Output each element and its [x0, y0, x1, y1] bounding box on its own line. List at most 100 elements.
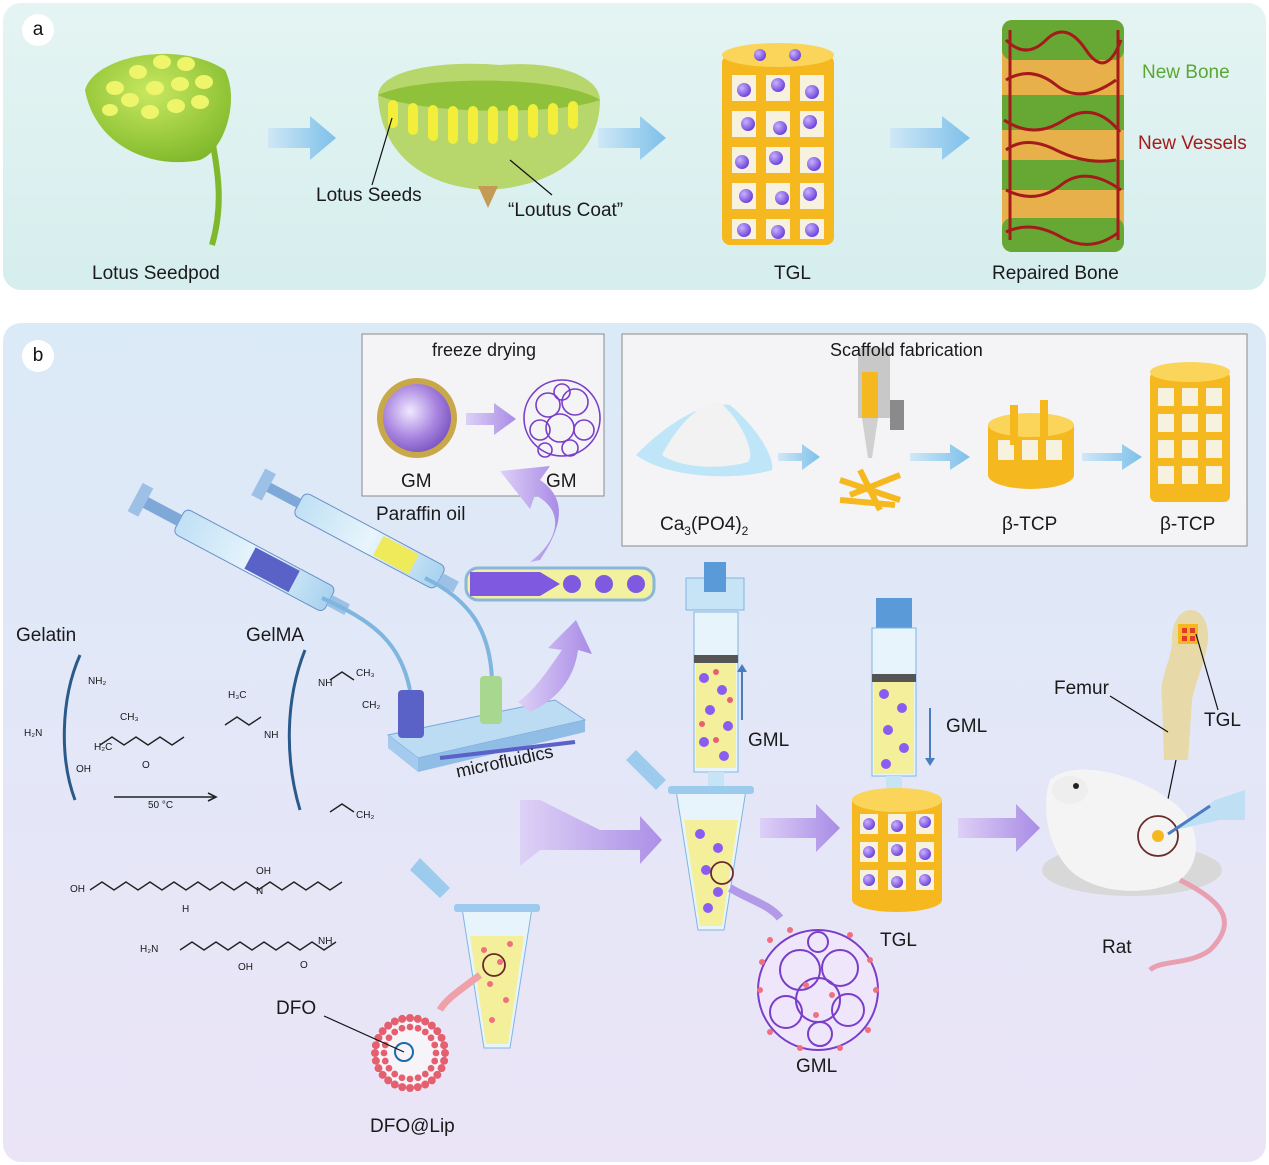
- rat-label: Rat: [1102, 937, 1132, 958]
- liposome-lipid: [398, 1083, 407, 1092]
- liposome-lipid: [398, 1014, 407, 1023]
- liposome-lipid-inner: [431, 1041, 439, 1049]
- liposome-lipid: [440, 1041, 449, 1050]
- dfo-liposome: [323, 1014, 449, 1092]
- gm-right-label: GM: [546, 471, 577, 492]
- chem-o-1: O: [142, 760, 150, 771]
- gm-left-label: GM: [401, 471, 432, 492]
- dfo-lip-label: DFO@Lip: [370, 1116, 455, 1137]
- chem-h2c-1: H₂C: [94, 742, 113, 753]
- liposome-lipid-inner: [391, 1028, 399, 1036]
- chem-h3c: H₃C: [228, 690, 247, 701]
- 3d-printer-nozzle: [839, 348, 904, 512]
- liposome-lipid-inner: [381, 1057, 389, 1065]
- liposome-lipid: [390, 1080, 399, 1089]
- btcp-scaffold-complete: [1150, 362, 1230, 502]
- liposome-lipid: [371, 1041, 380, 1050]
- liposome-lipid-inner: [431, 1057, 439, 1065]
- chem-h2n: H₂N: [24, 728, 43, 739]
- liposome-lipid: [413, 1014, 422, 1023]
- liposome-lipid-inner: [421, 1070, 429, 1078]
- lotus-seeds-label: Lotus Seeds: [316, 185, 422, 206]
- ca-main: Ca: [660, 514, 685, 535]
- ca-sub2: 2: [741, 523, 749, 538]
- calcium-phosphate-powder: [636, 401, 773, 477]
- tgl-scaffold-illustration: [722, 43, 834, 245]
- droplet-channel: [464, 566, 656, 602]
- liposome-lipid: [384, 1076, 393, 1085]
- chem-n-1: N: [256, 886, 264, 897]
- chem-nh-3: NH: [318, 936, 333, 947]
- tubing: [321, 576, 494, 691]
- liposome-lipid: [374, 1064, 383, 1073]
- paraffin-oil-label: Paraffin oil: [376, 504, 466, 525]
- liposome-lipid: [378, 1027, 387, 1036]
- ca-sub1: 3: [684, 523, 691, 538]
- liposome-lipid-inner: [421, 1028, 429, 1036]
- tgl-label-a: TGL: [774, 263, 811, 284]
- chem-nh2: NH₂: [88, 676, 107, 687]
- chem-ch3-1: CH₃: [120, 712, 139, 723]
- btcp-scaffold-partial: [988, 400, 1074, 489]
- process-arrows-purple: [500, 466, 1040, 866]
- chem-ch2-2: CH₂: [356, 810, 375, 821]
- chem-h-1: H: [182, 904, 190, 915]
- liposome-lipid: [421, 1080, 430, 1089]
- gml-syringe-up: [685, 562, 747, 790]
- liposome-lipid: [406, 1014, 414, 1022]
- panel-a-arrows: [268, 116, 970, 160]
- liposome-lipid-inner: [432, 1049, 440, 1057]
- liposome-lipid-inner: [398, 1074, 406, 1082]
- liposome-lipid: [440, 1056, 449, 1065]
- liposome-lipid: [406, 1084, 414, 1092]
- gml-eppendorf-tube: [626, 750, 754, 931]
- new-bone-label: New Bone: [1142, 62, 1230, 83]
- liposome-lipid: [441, 1049, 449, 1057]
- liposome-lipid: [437, 1064, 446, 1073]
- liposome-lipid-inner: [406, 1075, 414, 1083]
- liposome-lipid-inner: [385, 1064, 393, 1072]
- panel-b-letter: b: [32, 345, 44, 366]
- new-vessels-label: New Vessels: [1138, 133, 1247, 154]
- btcp-label-1: β-TCP: [1002, 514, 1058, 535]
- chem-h2n-2: H₂N: [140, 944, 159, 955]
- tgl-scaffold-label: TGL: [880, 930, 917, 951]
- gml-down-label: GML: [946, 716, 988, 737]
- reaction-temperature: 50 °C: [148, 800, 174, 811]
- gelma-syringe: [127, 482, 350, 615]
- gml-sphere-label: GML: [796, 1056, 838, 1077]
- gml-porous-sphere: [727, 884, 880, 1052]
- lotus-seedpod-label: Lotus Seedpod: [92, 263, 220, 284]
- liposome-lipid: [433, 1027, 442, 1036]
- liposome-lipid-inner: [380, 1049, 388, 1057]
- chem-ch3-2: CH₃: [356, 668, 375, 679]
- liposome-lipid-inner: [414, 1024, 422, 1032]
- liposome-lipid-inner: [414, 1074, 422, 1082]
- lotus-seedpod-illustration: [85, 53, 231, 246]
- liposome-lipid: [390, 1017, 399, 1026]
- dfo-eppendorf-tube: [410, 858, 540, 1049]
- gml-up-label: GML: [748, 730, 790, 751]
- scaffold-fabrication-title: Scaffold fabrication: [830, 340, 983, 360]
- panel-b-letter-badge: b: [22, 340, 54, 372]
- lotus-coat-label: “Loutus Coat”: [508, 200, 624, 221]
- chem-nh-2: NH: [264, 730, 279, 741]
- chem-nh-1: NH: [318, 678, 333, 689]
- liposome-lipid-inner: [398, 1024, 406, 1032]
- rat-illustration: [1042, 769, 1245, 973]
- gelatin-label: Gelatin: [16, 625, 77, 646]
- liposome-lipid: [421, 1017, 430, 1026]
- chem-oh-2: OH: [256, 866, 271, 877]
- scaffold-arrows: [778, 444, 1142, 470]
- liposome-lipid-inner: [427, 1034, 435, 1042]
- repaired-bone-illustration: [1002, 20, 1124, 252]
- freeze-drying-title: freeze drying: [432, 340, 537, 360]
- btcp-label-2: β-TCP: [1160, 514, 1216, 535]
- calcium-phosphate-label: Ca3(PO4)2: [660, 514, 748, 538]
- gm-porous-sphere: [523, 379, 601, 458]
- liposome-lipid: [413, 1083, 422, 1092]
- gml-syringe-down: [871, 598, 935, 800]
- liposome-lipid: [378, 1070, 387, 1079]
- repaired-bone-label: Repaired Bone: [992, 263, 1119, 284]
